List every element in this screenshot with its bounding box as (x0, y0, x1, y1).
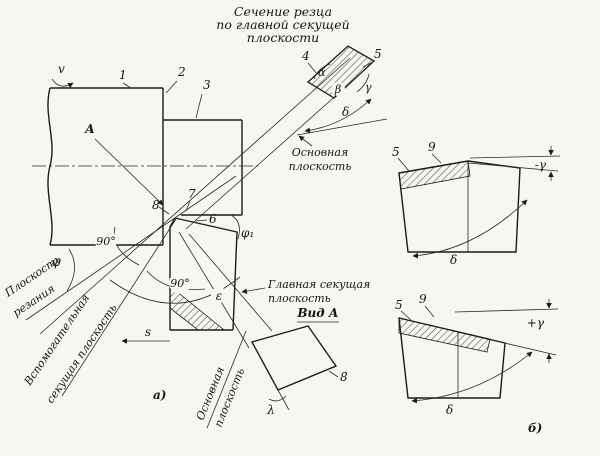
basic-plane-trace-inset (296, 118, 388, 136)
workpiece-break-edge (47, 87, 53, 246)
workpiece: v А 1 2 3 (32, 62, 258, 246)
figure-label-a: а) (153, 388, 166, 402)
callout-5-pos-leader (400, 310, 412, 321)
arc-alpha (313, 63, 331, 80)
callout-5-neg: 5 (392, 145, 400, 159)
main-secant-text-1: Главная секущая (267, 278, 370, 291)
callout-9-pos: 9 (419, 292, 427, 306)
callout-4-leader (307, 62, 318, 75)
projection-to-view-a-1 (188, 233, 273, 332)
arc-delta-neg (412, 199, 528, 259)
arc-lambda (268, 395, 287, 402)
view-a-title: Вид А (296, 306, 338, 320)
basic-plane-text-1a: Основная (292, 146, 349, 159)
arc-phi1 (230, 214, 240, 240)
rotation-arrow-icon (51, 78, 74, 89)
figure-title: Сечение резца по главной секущей плоскос… (216, 4, 349, 45)
label-backing (169, 272, 191, 294)
feed-label-s: s (145, 325, 151, 339)
lambda-extension (277, 389, 290, 411)
label-backing (331, 82, 345, 96)
aux-section-hatch (169, 285, 226, 331)
callout-9-pos-leader (424, 305, 435, 318)
callout-8-leader (158, 206, 170, 215)
tool-right-edge (174, 217, 238, 331)
tool-plan-view: 8 7 6 s (121, 187, 238, 344)
label-backing (95, 230, 117, 252)
label-backing (211, 287, 227, 303)
face-extension-pos (469, 334, 557, 356)
callout-5-inset: 5 (374, 47, 382, 61)
angle-alpha-label: α (318, 66, 326, 79)
callout-9-neg: 9 (428, 140, 436, 154)
callout-1: 1 (119, 68, 127, 82)
angle-beta-label: β (334, 83, 341, 96)
view-a-tool-tip (250, 325, 338, 391)
angle-gamma-label: γ (365, 81, 372, 94)
callout-4: 4 (301, 49, 310, 63)
callout-6-leader (195, 219, 208, 222)
angle-lambda-label: λ (266, 403, 275, 417)
detail-negative-rake: 5 9 -γ δ (392, 140, 561, 267)
neg-gamma-label: -γ (535, 158, 547, 172)
section-inset: 4 5 α β γ δ Основная плоскость (289, 45, 388, 173)
construction-lines (25, 57, 351, 397)
callout-7: 7 (188, 187, 196, 201)
arc-delta-inset (304, 98, 372, 134)
callout-2-leader (165, 80, 178, 94)
callout-9-neg-leader (431, 153, 442, 164)
arc-delta-pos (411, 351, 533, 404)
callout-5-neg-leader (397, 157, 410, 172)
aux-secant-trace (61, 218, 177, 397)
angle-90-label-2: 90° (170, 277, 190, 290)
title-line-1: Сечение резца (234, 4, 332, 19)
figure-label-b: б) (528, 421, 542, 435)
carbide-plate-neg (398, 160, 471, 190)
carbide-plate-pos (398, 317, 491, 353)
angle-phi1-label: φ₁ (241, 226, 254, 240)
arc-epsilon (109, 276, 241, 304)
angle-epsilon-label: ε (216, 289, 222, 303)
callout-3: 3 (203, 78, 211, 92)
basic-plane-leader (298, 135, 313, 147)
main-secant-leader (241, 287, 266, 294)
callout-8: 8 (152, 198, 160, 212)
arc-phi (66, 248, 75, 292)
angle-delta-label-pos: δ (446, 403, 453, 417)
view-direction-label-A: А (84, 122, 95, 136)
main-secant-trace (39, 57, 351, 335)
angle-phi-label: φ (52, 255, 61, 269)
detail-positive-rake: 5 9 +γ δ б) (395, 292, 559, 435)
angle-delta-label-neg: δ (450, 253, 457, 267)
callout-2: 2 (177, 65, 186, 79)
angle-90-label-1: 90° (96, 235, 116, 248)
arc-90-1 (113, 226, 140, 266)
speed-label-v: v (58, 62, 65, 76)
reference-line-pos (454, 308, 559, 313)
basic-plane-trace-view-a (206, 330, 247, 429)
angle-delta-label-inset: δ (342, 105, 349, 119)
title-line-3: плоскости (247, 30, 319, 45)
callout-5-pos: 5 (395, 298, 403, 312)
arc-gamma (356, 73, 370, 93)
reference-line-neg (469, 155, 561, 159)
callout-8-view-a: 8 (340, 370, 348, 384)
callout-8-view-a-leader (328, 370, 339, 378)
pos-gamma-label: +γ (527, 316, 545, 330)
view-direction-arrow-icon (94, 138, 164, 206)
callout-5-leader (362, 61, 374, 68)
title-line-2: по главной секущей (216, 17, 349, 32)
callout-6: 6 (209, 212, 217, 226)
main-secant-text-2: плоскость (268, 292, 331, 305)
cutting-plane-trace (25, 175, 237, 321)
view-a: Вид А 8 λ Основная плоскость а) (153, 306, 348, 429)
angle-arcs: 90° 90° ε φ φ₁ (52, 214, 254, 304)
face-extension-neg (467, 162, 559, 172)
callout-7-leader (185, 200, 191, 212)
callout-3-leader (195, 93, 203, 119)
basic-plane-text-1b: плоскость (289, 160, 352, 173)
section-body (306, 45, 376, 99)
callout-1-leader (122, 82, 132, 89)
